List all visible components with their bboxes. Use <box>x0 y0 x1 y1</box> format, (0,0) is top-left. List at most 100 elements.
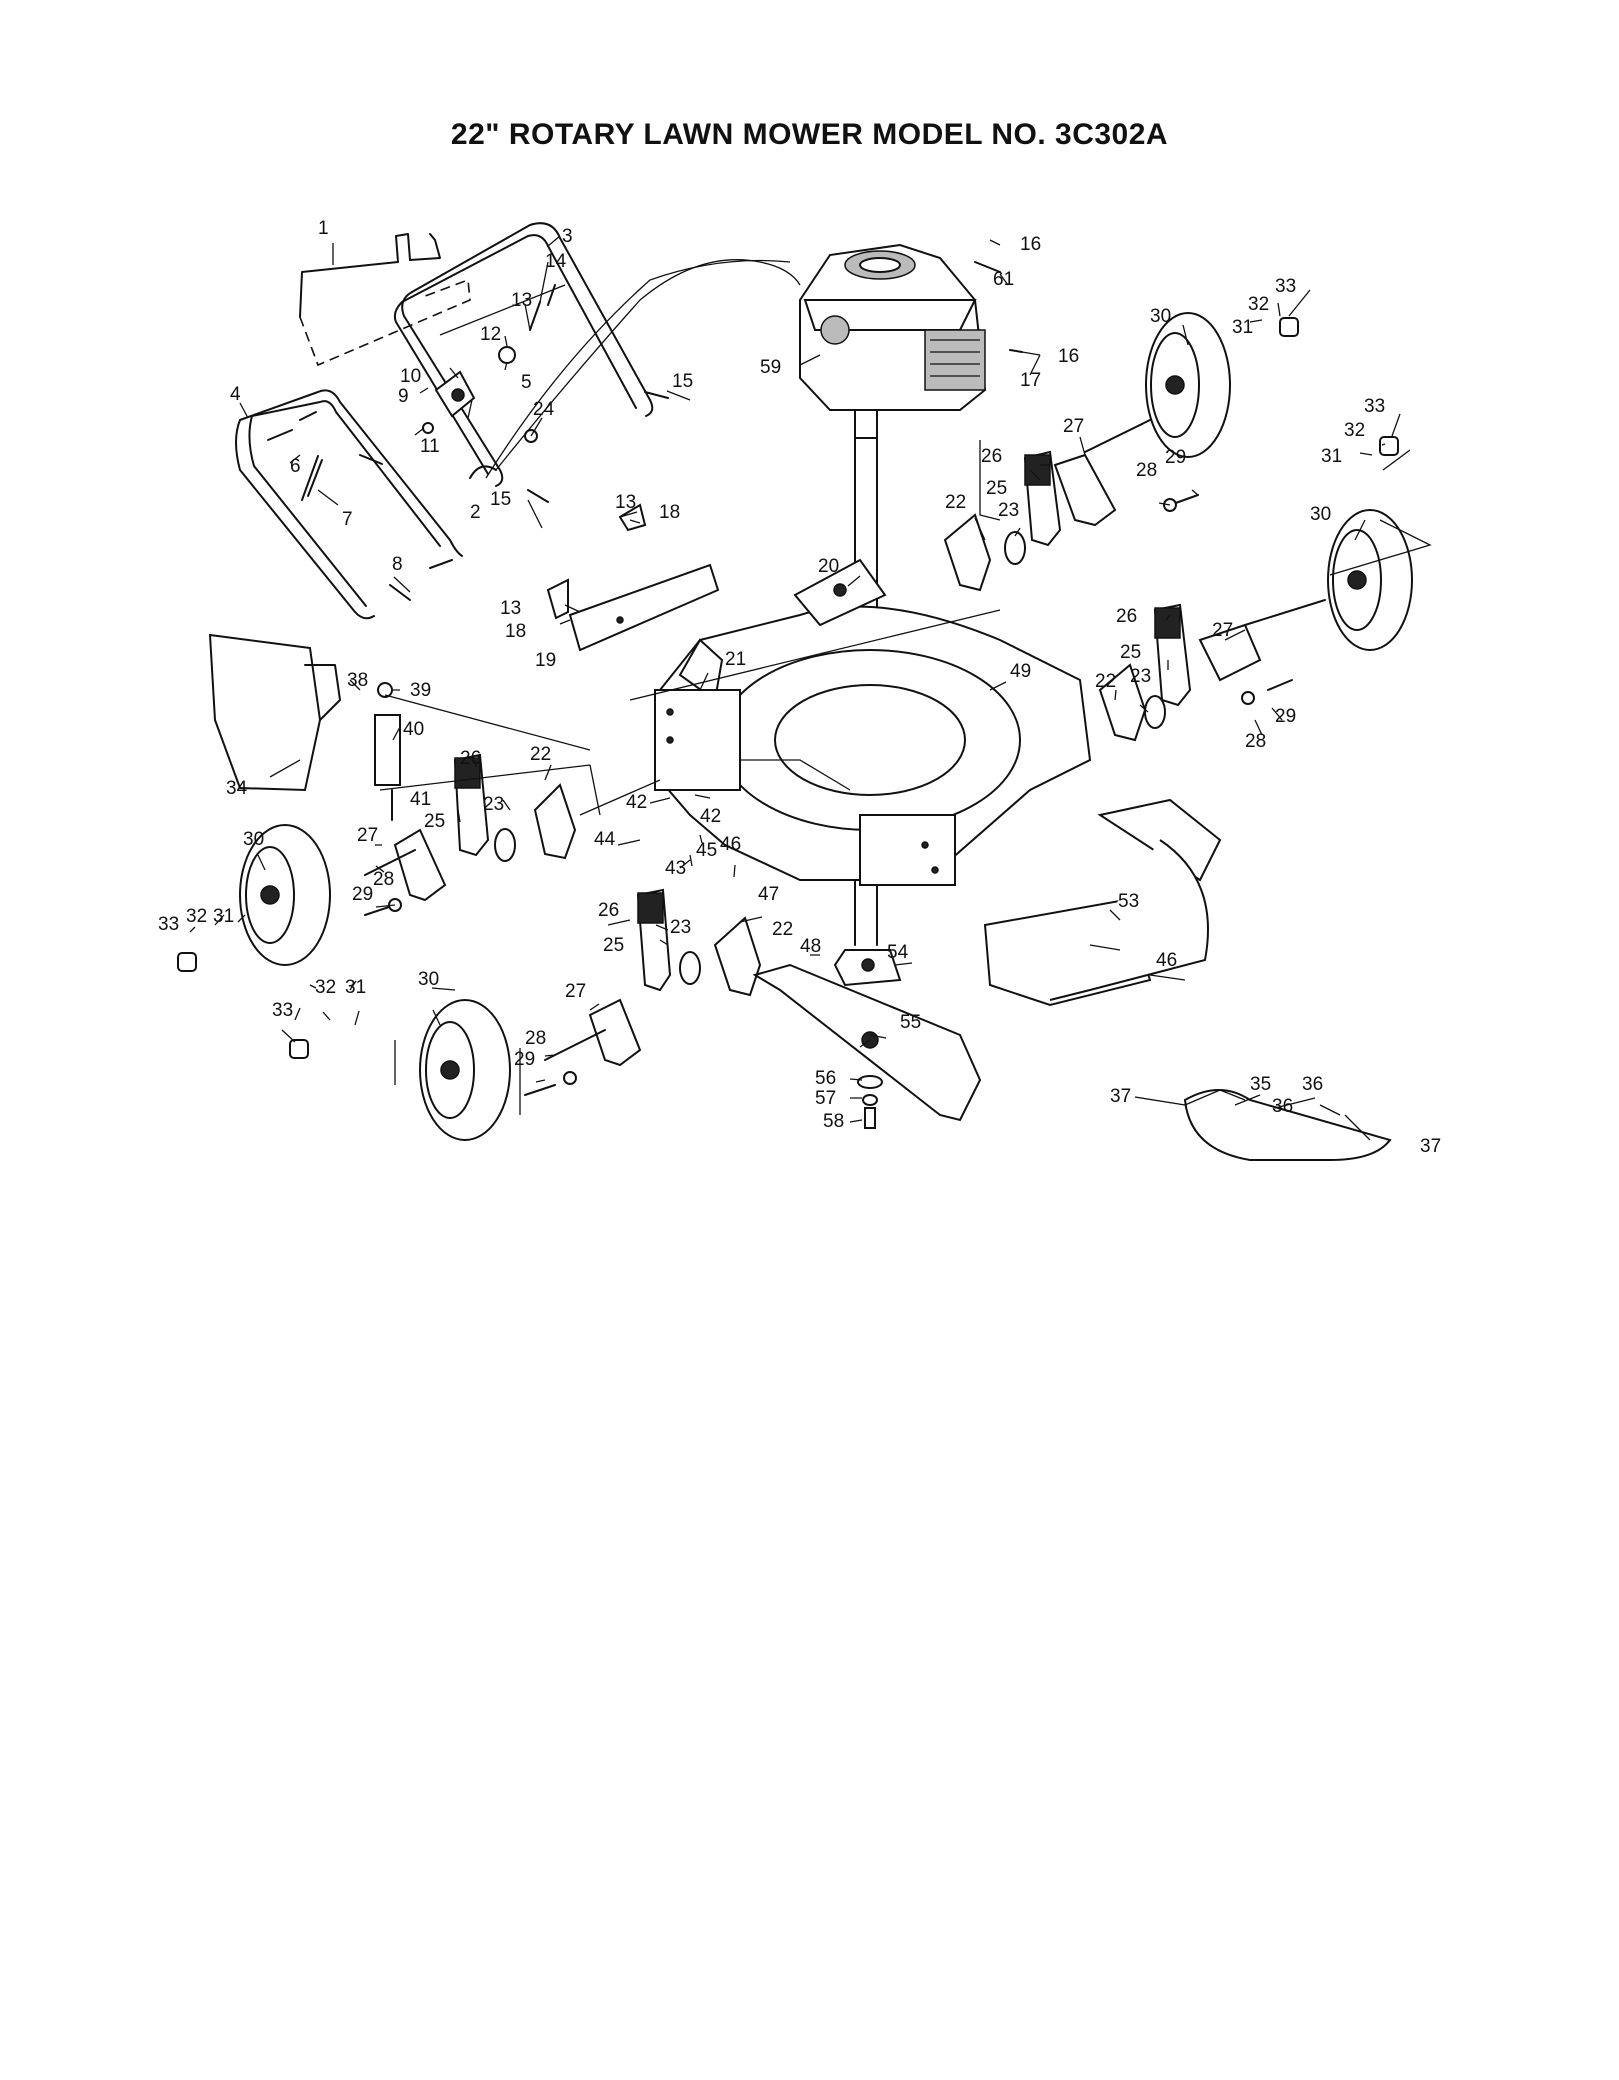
part-label-18: 18 <box>659 502 680 523</box>
part-label-29: 29 <box>352 884 373 905</box>
part-label-26: 26 <box>981 446 1002 467</box>
part-label-23: 23 <box>670 917 691 938</box>
part-label-33: 33 <box>1364 396 1385 417</box>
part-label-42: 42 <box>626 792 647 813</box>
part-label-26: 26 <box>598 900 619 921</box>
part-label-13: 13 <box>615 492 636 513</box>
hubcaps <box>177 317 1399 1059</box>
part-label-29: 29 <box>1275 706 1296 727</box>
part-label-16: 16 <box>1020 234 1041 255</box>
part-label-30: 30 <box>418 969 439 990</box>
part-label-31: 31 <box>1321 446 1342 467</box>
height-adjusters <box>453 450 1192 992</box>
blade-adapter <box>833 949 902 987</box>
part-label-28: 28 <box>1245 731 1266 752</box>
mulching-plugs <box>983 798 1222 1007</box>
part-label-41: 41 <box>410 789 431 810</box>
part-label-42: 42 <box>700 806 721 827</box>
wheel-rear-left <box>239 824 331 966</box>
part-label-30: 30 <box>1310 504 1331 525</box>
part-label-43: 43 <box>665 858 686 879</box>
part-label-61: 61 <box>993 269 1014 290</box>
part-label-8: 8 <box>392 554 403 575</box>
rear-flap <box>546 503 720 652</box>
part-label-6: 6 <box>290 456 301 477</box>
wheel-front-right <box>1327 509 1413 651</box>
part-label-13: 13 <box>500 598 521 619</box>
page-title: 22" ROTARY LAWN MOWER MODEL NO. 3C302A <box>450 118 1169 151</box>
part-label-46: 46 <box>1156 950 1177 971</box>
part-label-32: 32 <box>1344 420 1365 441</box>
adjuster-plates <box>533 513 1147 997</box>
part-label-33: 33 <box>1275 276 1296 297</box>
part-label-15: 15 <box>672 371 693 392</box>
handle-knobs-and-bolts <box>267 284 669 601</box>
part-label-40: 40 <box>403 719 424 740</box>
part-labels: 1 3 14 13 12 5 10 9 11 24 4 6 7 2 15 15 … <box>158 218 1441 1157</box>
part-label-25: 25 <box>1120 642 1141 663</box>
part-label-29: 29 <box>1165 447 1186 468</box>
part-label-35: 35 <box>1250 1074 1271 1095</box>
part-label-22: 22 <box>772 919 793 940</box>
part-label-31: 31 <box>345 977 366 998</box>
part-label-18: 18 <box>505 621 526 642</box>
rear-hinge-bracket <box>374 682 401 821</box>
part-label-57: 57 <box>815 1088 836 1109</box>
part-label-36: 36 <box>1272 1096 1293 1117</box>
part-label-45: 45 <box>696 840 717 861</box>
leader-lines <box>189 235 1432 1141</box>
part-label-17: 17 <box>1020 370 1041 391</box>
part-label-24: 24 <box>533 399 555 420</box>
part-label-46: 46 <box>720 834 741 855</box>
part-label-54: 54 <box>887 942 909 963</box>
part-label-26: 26 <box>460 748 481 769</box>
part-label-21: 21 <box>725 649 746 670</box>
part-label-48: 48 <box>800 936 821 957</box>
part-label-34: 34 <box>226 778 248 799</box>
part-label-3: 3 <box>562 226 573 247</box>
part-label-23: 23 <box>483 794 504 815</box>
part-label-32: 32 <box>186 906 207 927</box>
part-label-27: 27 <box>1212 620 1233 641</box>
part-label-28: 28 <box>1136 460 1157 481</box>
part-label-22: 22 <box>945 492 966 513</box>
mower-deck <box>654 558 1092 886</box>
part-label-19: 19 <box>535 650 556 671</box>
part-label-23: 23 <box>1130 666 1151 687</box>
part-label-59: 59 <box>760 357 781 378</box>
part-label-30: 30 <box>243 829 264 850</box>
part-label-4: 4 <box>230 384 241 405</box>
part-label-14: 14 <box>545 251 567 272</box>
part-label-22: 22 <box>530 744 551 765</box>
part-label-22: 22 <box>1095 671 1116 692</box>
part-label-28: 28 <box>373 869 394 890</box>
part-label-49: 49 <box>1010 661 1031 682</box>
spacers <box>494 531 1166 985</box>
part-label-10: 10 <box>400 366 421 387</box>
part-label-1: 1 <box>318 218 329 239</box>
part-label-55: 55 <box>900 1012 921 1033</box>
part-label-39: 39 <box>410 680 431 701</box>
part-label-27: 27 <box>1063 416 1084 437</box>
part-label-5: 5 <box>521 372 532 393</box>
discharge-chute <box>1183 1089 1392 1161</box>
part-label-37: 37 <box>1110 1086 1131 1107</box>
part-label-13: 13 <box>511 290 532 311</box>
part-label-7: 7 <box>342 509 353 530</box>
control-cables <box>485 259 801 479</box>
part-label-28: 28 <box>525 1028 546 1049</box>
blade-bolt-stack <box>857 1075 883 1129</box>
part-label-11: 11 <box>420 436 440 457</box>
part-label-30: 30 <box>1150 306 1171 327</box>
part-label-33: 33 <box>158 914 179 935</box>
part-label-29: 29 <box>514 1049 535 1070</box>
part-label-31: 31 <box>1232 317 1253 338</box>
part-label-32: 32 <box>315 977 336 998</box>
part-label-56: 56 <box>815 1068 836 1089</box>
axle-brackets <box>393 453 1262 1067</box>
part-label-25: 25 <box>603 935 624 956</box>
part-label-15: 15 <box>490 489 511 510</box>
part-label-16: 16 <box>1058 346 1079 367</box>
part-label-23: 23 <box>998 500 1019 521</box>
